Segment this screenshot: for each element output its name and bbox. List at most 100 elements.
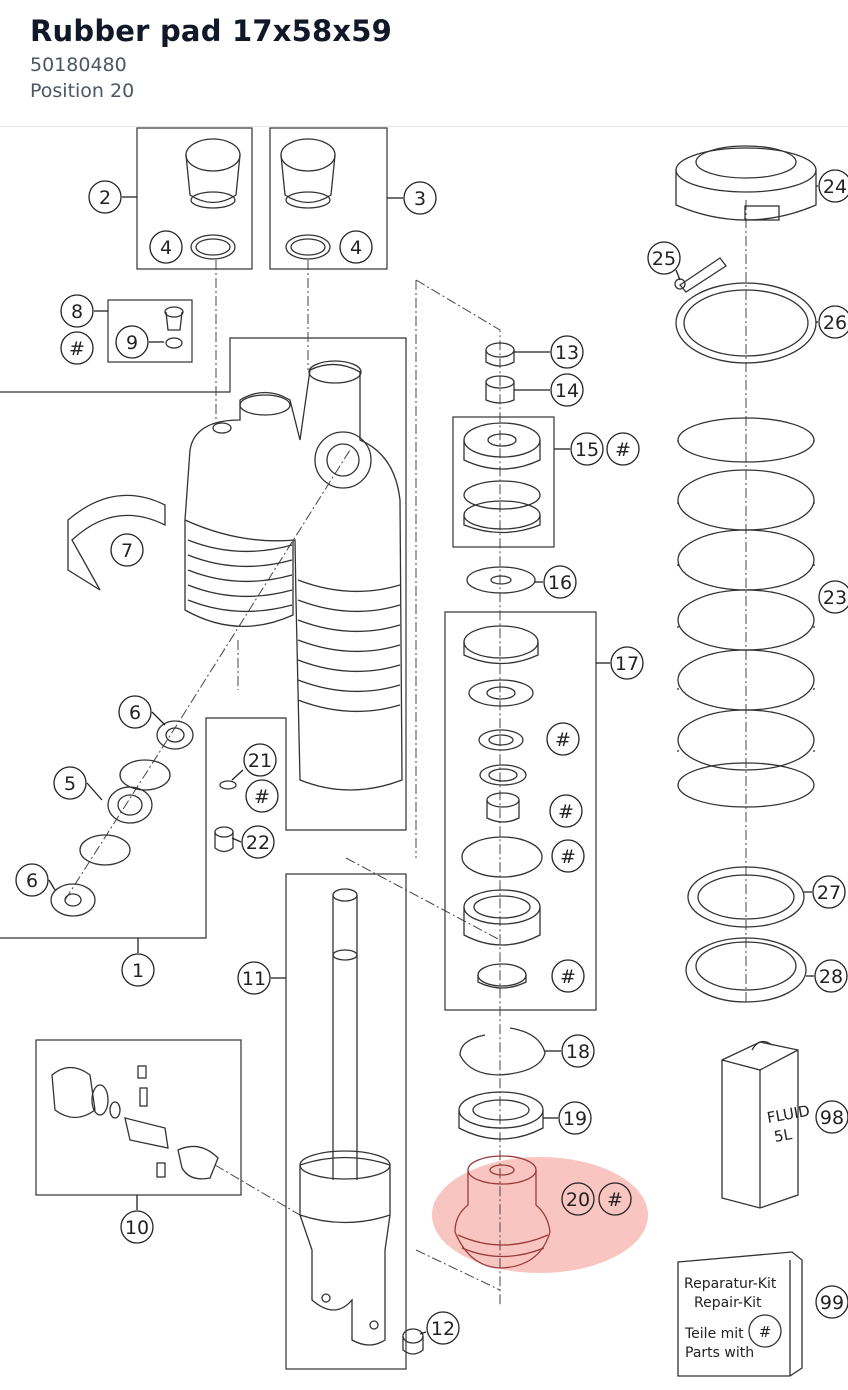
callout-label: 21 xyxy=(248,750,272,772)
callout-position-26: 26 xyxy=(816,305,848,339)
part-number: 50180480 xyxy=(30,54,127,76)
callout-position-20: 20 xyxy=(561,1182,595,1216)
screw-25 xyxy=(674,257,727,293)
callout-position-15: 15 xyxy=(554,432,604,466)
callout-label: # xyxy=(555,729,571,751)
repair-kit-line-3: Teile mit xyxy=(684,1326,744,1342)
repair-kit-hash: # xyxy=(759,1323,772,1341)
callout-label: 99 xyxy=(820,1292,844,1314)
washer-26-inner xyxy=(683,289,809,357)
callout-position-18: 18 xyxy=(545,1034,595,1068)
callout-label: 2 xyxy=(99,187,111,209)
callout-position-25: 25 xyxy=(647,241,681,281)
callout-position-17: 17 xyxy=(596,646,644,680)
bushing-set-5 xyxy=(50,720,194,917)
callout-position-1: 1 xyxy=(121,938,155,987)
callout-position-2: 2 xyxy=(88,180,137,214)
callout-label: 20 xyxy=(566,1189,590,1211)
part-position: Position 20 xyxy=(30,80,135,102)
callout-position-24: 24 xyxy=(816,169,848,203)
seal-stack xyxy=(458,342,546,1140)
callout-position-9: 9 xyxy=(115,325,164,359)
washer-28-inner xyxy=(695,941,797,991)
callout-label: 16 xyxy=(548,572,572,594)
callout-label: # xyxy=(560,966,576,988)
callout-label: 15 xyxy=(575,439,599,461)
callout-label: 18 xyxy=(566,1041,590,1063)
fluid-can-label-2: 5L xyxy=(773,1125,794,1146)
repair-kit-99: Reparatur-Kit Repair-Kit Teile mit Parts… xyxy=(677,1251,803,1377)
guard-band-7 xyxy=(67,494,166,591)
callout-label: 24 xyxy=(823,176,847,198)
group-frames xyxy=(0,127,597,1370)
callout-position-99: 99 xyxy=(815,1285,848,1319)
callout-position-5: 5 xyxy=(53,766,103,801)
callout-label: 5 xyxy=(64,773,76,795)
repair-kit-line-1: Reparatur-Kit xyxy=(684,1276,777,1292)
callout-label: 17 xyxy=(615,653,639,675)
callout-label: 27 xyxy=(817,882,841,904)
callout-hash-g: # xyxy=(551,959,585,993)
callout-label: 13 xyxy=(555,342,579,364)
part-header: Rubber pad 17x58x59 50180480 Position 20 xyxy=(0,0,848,127)
callout-position-3: 3 xyxy=(387,181,437,215)
shock-body xyxy=(184,360,403,791)
callout-label: # xyxy=(615,439,631,461)
callout-label: 8 xyxy=(71,301,83,323)
callout-label: 6 xyxy=(129,702,141,724)
repair-kit-line-2: Repair-Kit xyxy=(694,1295,762,1311)
piston-rod-11 xyxy=(299,888,391,1346)
callout-hash-c: # xyxy=(606,432,640,466)
callout-label: 28 xyxy=(819,966,843,988)
reservoir-cap-3 xyxy=(280,138,336,260)
callout-label: 6 xyxy=(26,870,38,892)
exploded-parts-diagram: FLUID 5L Reparatur-Kit Repair-Kit Teile … xyxy=(0,127,848,1377)
adjuster-10 xyxy=(51,1065,219,1180)
plug-12 xyxy=(402,1328,424,1355)
callout-position-27: 27 xyxy=(804,875,846,909)
valve-21-22 xyxy=(214,780,237,853)
callout-position-98: 98 xyxy=(815,1100,848,1134)
callout-label: 22 xyxy=(246,832,270,854)
callout-position-13: 13 xyxy=(514,335,584,369)
callout-label: 9 xyxy=(126,332,138,354)
callout-position-16: 16 xyxy=(535,565,577,599)
callout-label: 23 xyxy=(823,587,847,609)
callout-label: # xyxy=(254,786,270,808)
callout-label: 14 xyxy=(555,380,579,402)
callout-position-22: 22 xyxy=(231,825,275,859)
rubber-pad-20 xyxy=(454,1155,551,1269)
coil-spring-23 xyxy=(677,417,815,808)
callout-position-21: 21 xyxy=(231,743,277,781)
reservoir-cap-2 xyxy=(185,138,241,260)
repair-kit-line-4: Parts with xyxy=(685,1345,754,1361)
callout-hash-e: # xyxy=(549,794,583,828)
callout-position-23: 23 xyxy=(818,580,848,614)
callout-label: 11 xyxy=(242,968,266,990)
callout-hash-f: # xyxy=(551,839,585,873)
callout-label: 26 xyxy=(823,312,847,334)
callout-position-4a: 4 xyxy=(149,230,183,264)
bleed-screw-8 xyxy=(164,306,184,349)
callout-position-12: 12 xyxy=(419,1311,460,1345)
callout-hash-h: # xyxy=(598,1182,632,1216)
callout-label: # xyxy=(69,338,85,360)
callout-hash-b: # xyxy=(245,779,279,813)
callout-position-28: 28 xyxy=(806,959,848,993)
washer-28 xyxy=(685,937,807,1003)
washer-27-inner xyxy=(697,874,795,920)
assembly-lines xyxy=(64,200,747,1305)
callout-label: 7 xyxy=(121,540,133,562)
callout-hash-d: # xyxy=(546,722,580,756)
callout-position-19: 19 xyxy=(543,1101,592,1135)
callout-label: 1 xyxy=(132,960,144,982)
callout-label: 25 xyxy=(652,248,676,270)
spring-retainer-24 xyxy=(675,145,817,221)
callout-position-7: 7 xyxy=(110,533,144,567)
callout-hash-a: # xyxy=(60,331,94,365)
callout-position-11: 11 xyxy=(237,961,286,995)
fluid-can-98: FLUID 5L xyxy=(721,1040,811,1209)
callout-position-6a: 6 xyxy=(118,695,166,729)
washer-27 xyxy=(687,866,805,928)
callout-label: # xyxy=(558,801,574,823)
